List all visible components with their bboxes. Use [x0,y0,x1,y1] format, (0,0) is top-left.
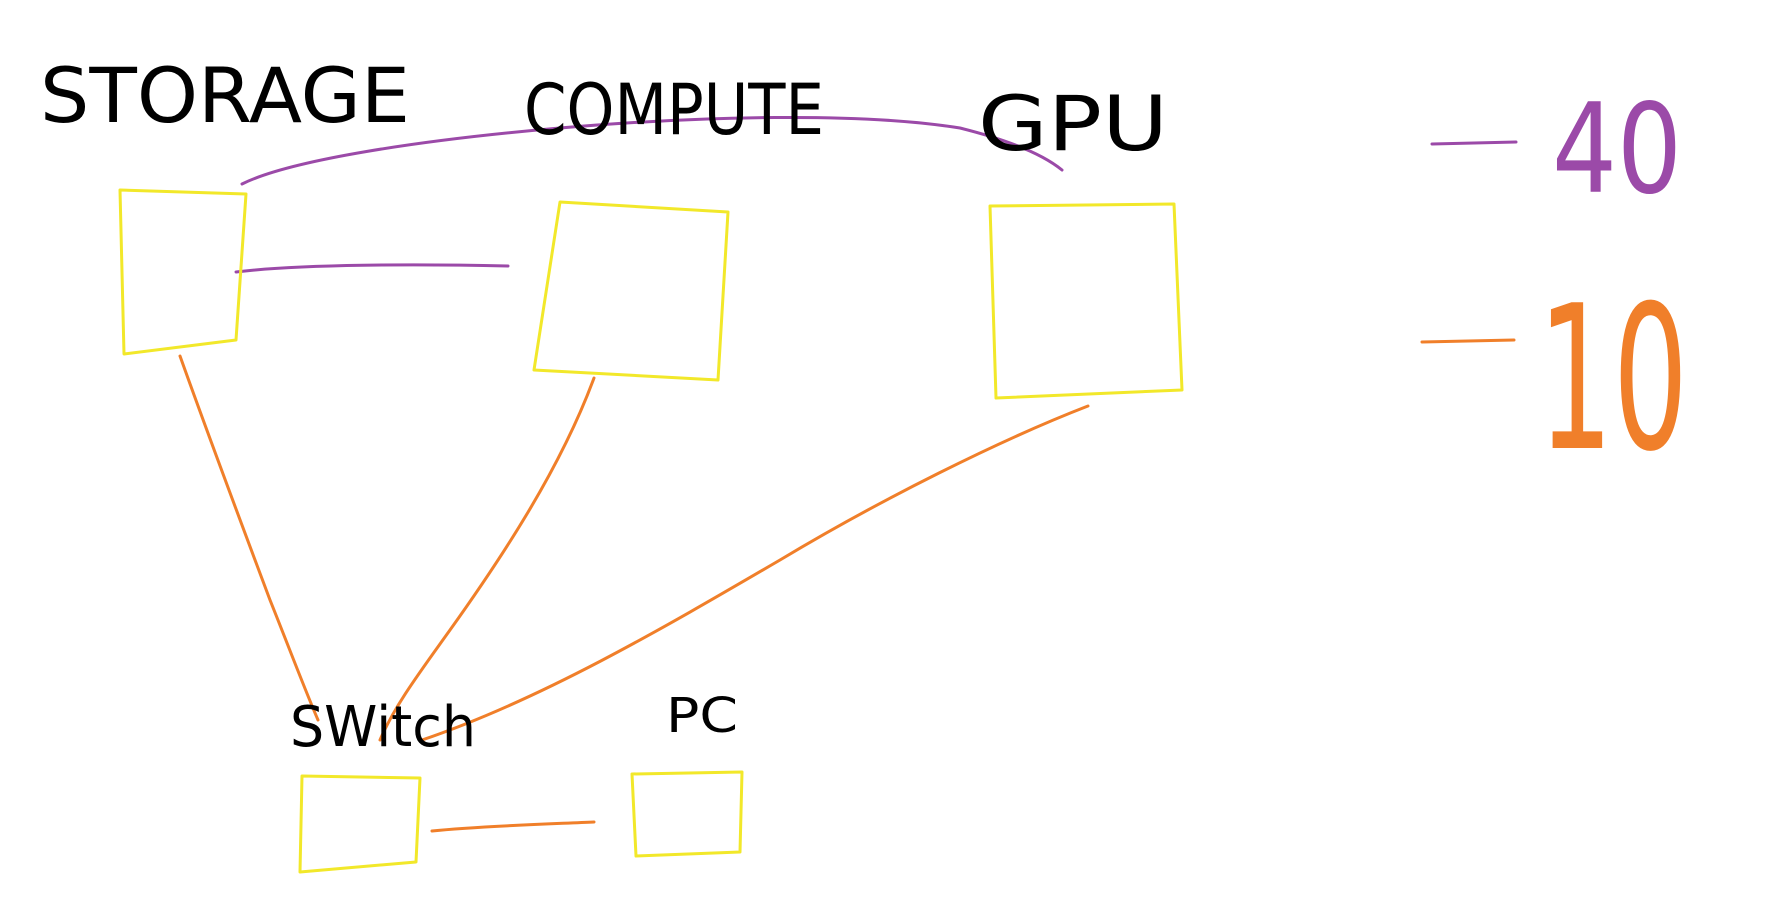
nodes [118,188,1184,874]
node-label-pc: PC [666,688,738,744]
link-storage-gpu [240,115,1064,186]
node-label-switch: SWitch [290,695,476,760]
node-labels: STORAGE COMPUTE GPU SWitch PC [40,51,1168,760]
link-compute-switch [378,376,596,742]
node-box-gpu [988,202,1184,400]
node-label-gpu: GPU [978,79,1168,168]
node-label-compute: COMPUTE [524,69,824,151]
legend-label-40: 40 [1552,78,1682,222]
link-storage-compute [234,263,510,274]
node-box-storage [118,188,248,356]
node-box-pc [630,770,744,858]
links [178,115,1090,833]
node-box-switch [298,774,422,874]
legend: 40 10 [1420,78,1688,496]
link-gpu-switch [420,404,1090,742]
legend-label-10: 10 [1538,263,1688,496]
link-storage-switch [178,354,320,722]
node-box-compute [532,200,730,382]
legend-swatch-10 [1420,338,1516,344]
node-label-storage: STORAGE [40,51,410,140]
legend-swatch-40 [1430,140,1518,146]
link-switch-pc [430,820,596,833]
